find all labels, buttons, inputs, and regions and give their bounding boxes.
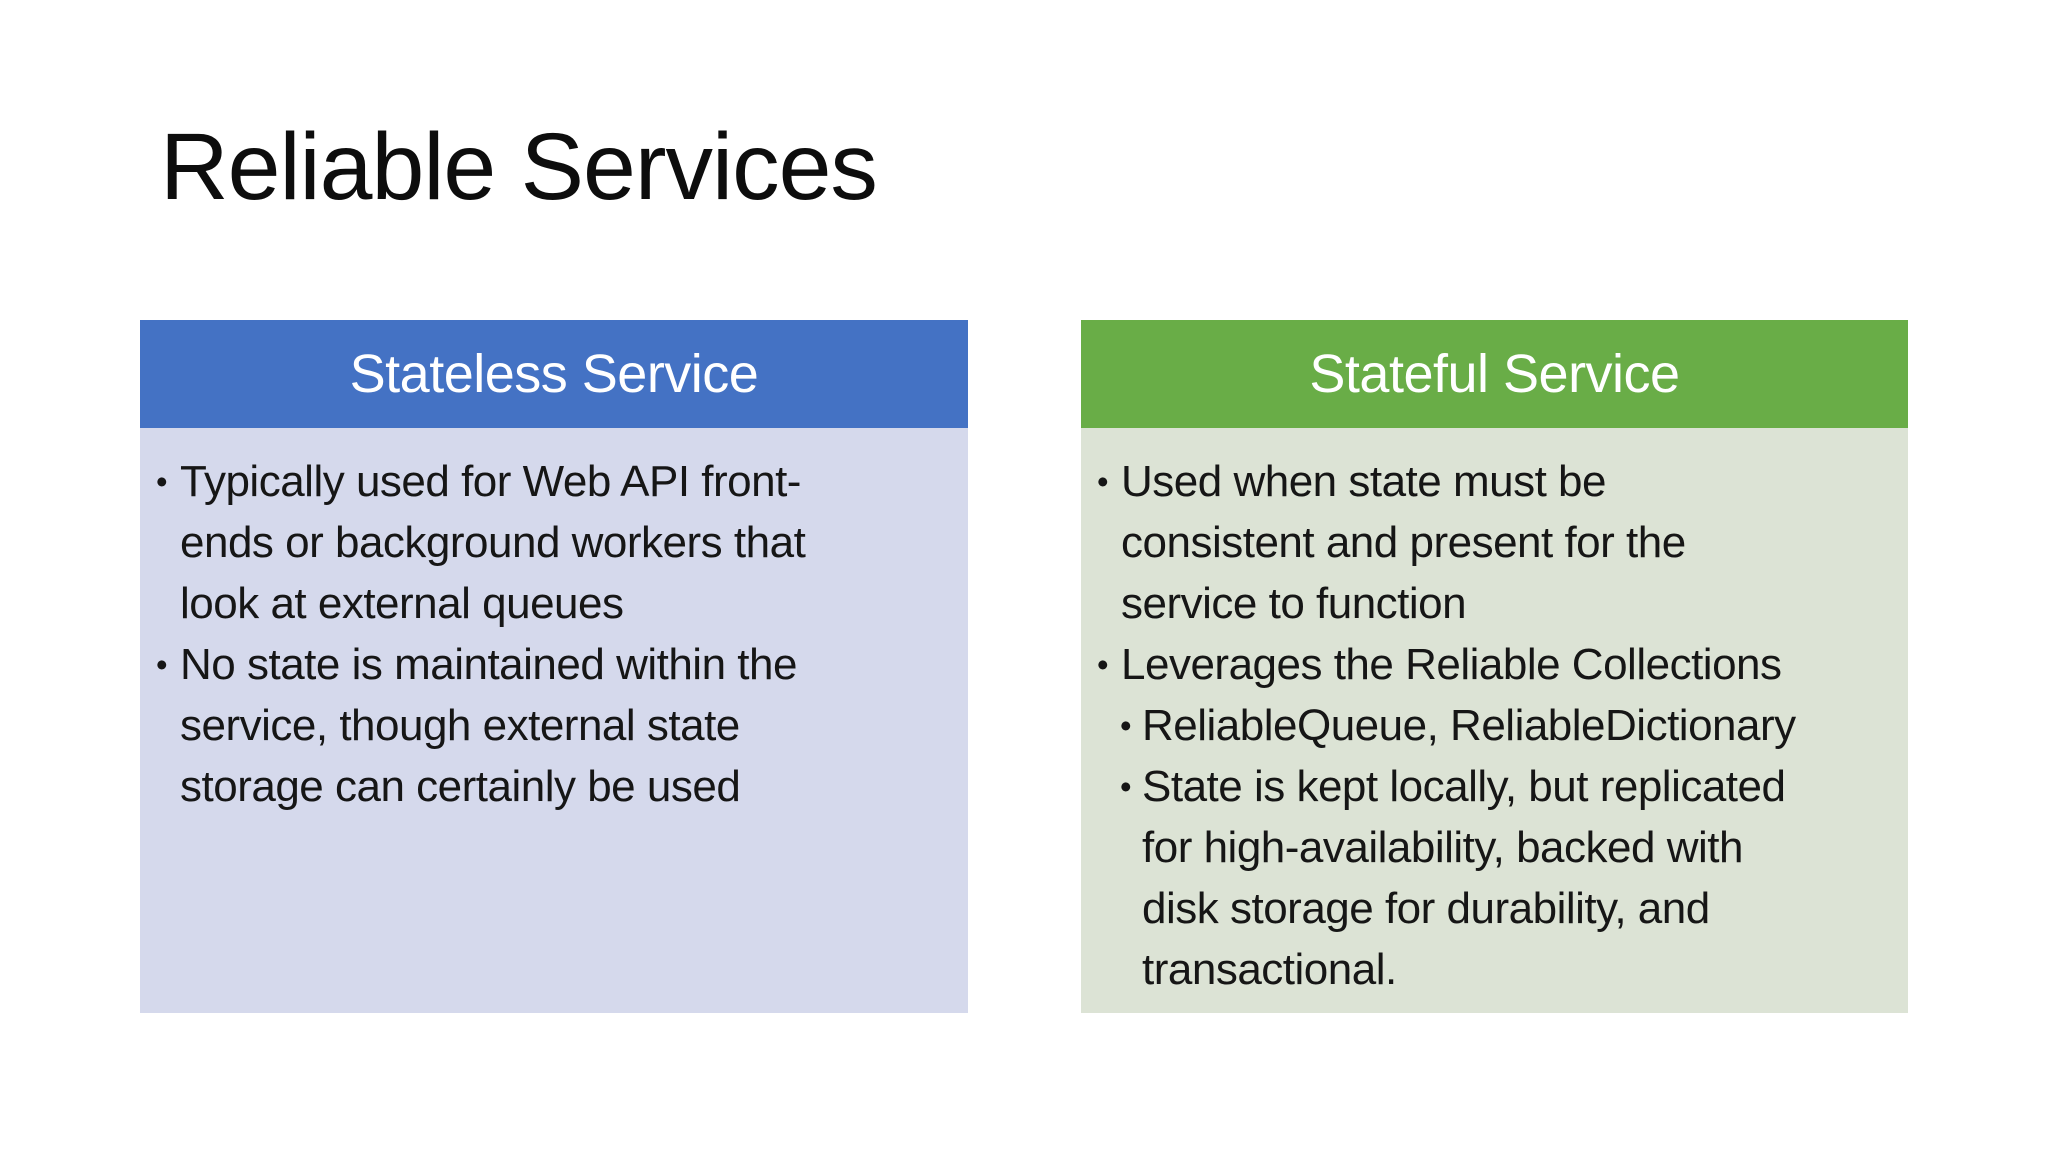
bullet-text: Used when state must be consistent and p… (1121, 457, 1686, 628)
bullet-dot: • (156, 463, 168, 500)
bullet-item: • Leverages the Reliable Collections • R… (1097, 634, 1888, 1000)
card-stateful-body: • Used when state must be consistent and… (1081, 428, 1908, 1013)
stateful-sub-bullet-list: • ReliableQueue, ReliableDictionary • St… (1120, 695, 1888, 1000)
card-stateful-header: Stateful Service (1081, 320, 1908, 428)
bullet-item: • Typically used for Web API front- ends… (156, 451, 948, 634)
card-stateless-header-label: Stateless Service (349, 344, 759, 404)
bullet-text: ReliableQueue, ReliableDictionary (1142, 701, 1796, 750)
slide-title: Reliable Services (160, 114, 878, 220)
stateless-bullet-list: • Typically used for Web API front- ends… (156, 451, 948, 817)
card-stateless-service: Stateless Service • Typically used for W… (140, 320, 968, 1013)
card-stateful-header-label: Stateful Service (1309, 344, 1680, 404)
bullet-dot: • (1120, 768, 1132, 805)
bullet-item: • Used when state must be consistent and… (1097, 451, 1888, 634)
card-stateless-body: • Typically used for Web API front- ends… (140, 428, 968, 1013)
stateful-bullet-list: • Used when state must be consistent and… (1097, 451, 1888, 1000)
bullet-text: No state is maintained within the servic… (180, 640, 797, 811)
bullet-dot: • (1120, 707, 1132, 744)
bullet-dot: • (156, 646, 168, 683)
bullet-text: Leverages the Reliable Collections (1121, 640, 1782, 689)
sub-bullet-item: • State is kept locally, but replicated … (1120, 756, 1888, 1000)
bullet-text: Typically used for Web API front- ends o… (180, 457, 806, 628)
card-stateless-header: Stateless Service (140, 320, 968, 428)
bullet-dot: • (1097, 646, 1109, 683)
bullet-text: State is kept locally, but replicated fo… (1142, 762, 1786, 994)
bullet-item: • No state is maintained within the serv… (156, 634, 948, 817)
card-stateful-service: Stateful Service • Used when state must … (1081, 320, 1908, 1013)
bullet-dot: • (1097, 463, 1109, 500)
sub-bullet-item: • ReliableQueue, ReliableDictionary (1120, 695, 1888, 756)
